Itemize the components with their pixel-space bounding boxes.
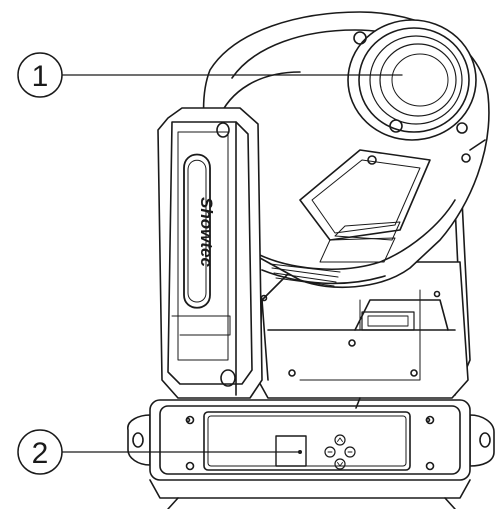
- button-enter: [344, 446, 356, 458]
- lcd-display: [275, 435, 307, 467]
- callout-circle-2: [17, 429, 63, 475]
- button-up: [334, 434, 346, 446]
- callout-leaders: [61, 74, 403, 454]
- logo-badge: [183, 153, 211, 309]
- button-down: [334, 458, 346, 470]
- callout-number-2: 2: [32, 437, 49, 470]
- callout-circle-1: [17, 52, 63, 98]
- button-menu: [324, 446, 336, 458]
- front-yoke-arm: [157, 107, 263, 399]
- lens: [347, 19, 477, 141]
- logo-text: Showtec: [197, 197, 216, 267]
- control-panel: [203, 411, 411, 471]
- callout-number-1: 1: [32, 60, 49, 93]
